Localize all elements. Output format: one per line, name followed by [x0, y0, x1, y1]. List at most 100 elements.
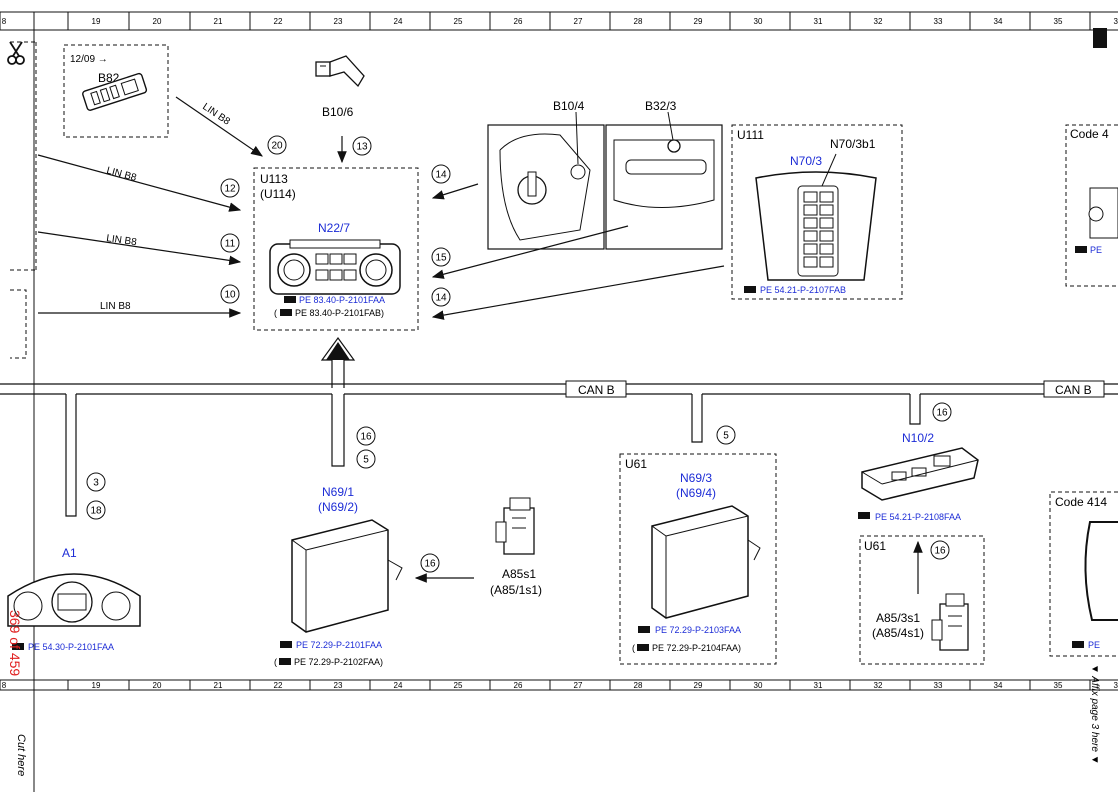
panel-key	[803, 256, 818, 268]
n69-3-ref-1: PE 72.29-P-2103FAA	[655, 625, 741, 635]
step-number: 11	[225, 239, 236, 250]
book-icon	[744, 286, 756, 293]
ruler-number: 35	[1054, 681, 1063, 690]
ruler-number: 33	[934, 681, 943, 690]
step-circle	[86, 472, 106, 492]
a1-label: A1	[62, 546, 77, 560]
n69-3-module-icon	[651, 505, 761, 619]
book-icon	[284, 296, 296, 303]
n69-1-ref-2: PE 72.29-P-2102FAA)	[294, 657, 383, 667]
n70-3-overhead-panel-icon	[755, 153, 877, 281]
ruler-number: 30	[754, 681, 763, 690]
panel-key	[819, 204, 834, 216]
book-icon	[638, 626, 650, 633]
step-number: 3	[93, 478, 99, 489]
step-circle	[930, 540, 950, 560]
u111-box	[731, 124, 903, 300]
n70-3-label: N70/3	[790, 154, 822, 168]
code-414-label: Code 414	[1055, 495, 1107, 509]
ruler-number: 27	[574, 681, 583, 690]
ruler-number: 32	[874, 17, 883, 26]
a85-4s1-label: (A85/4s1)	[872, 626, 924, 640]
n22-7-label: N22/7	[318, 221, 350, 235]
cut-here-label: Cut here	[15, 734, 27, 776]
b82-date: 12/09 →	[70, 54, 108, 65]
b10-4-label: B10/4	[553, 99, 585, 113]
panel-key	[803, 204, 818, 216]
ruler-number: 8	[2, 17, 7, 26]
ruler-number: 35	[1054, 17, 1063, 26]
ruler-number: 28	[634, 17, 643, 26]
step-number: 16	[936, 408, 948, 419]
b32-3-image	[605, 124, 723, 250]
ruler-number: 32	[874, 681, 883, 690]
ruler-number: 25	[454, 681, 463, 690]
a85s1-label: A85s1	[502, 567, 536, 581]
step-circle	[352, 136, 372, 156]
affix-label: ▼ Affix page 3 here ▼	[1089, 664, 1100, 765]
book-icon	[1075, 246, 1087, 253]
n70-3b1-label: N70/3b1	[830, 137, 876, 151]
left-partial-box	[10, 41, 37, 271]
ruler-number: 31	[814, 681, 823, 690]
ruler-number: 20	[153, 17, 162, 26]
can-b-label-1: CAN B	[578, 383, 615, 397]
lin-b8-label-2: LIN B8	[105, 165, 138, 184]
ruler-number: 36	[1114, 17, 1118, 26]
step-number: 14	[435, 170, 447, 181]
ruler-number: 26	[514, 17, 523, 26]
ruler-number: 36	[1114, 681, 1118, 690]
step-circle	[431, 247, 451, 267]
arrow-14-a	[431, 183, 479, 200]
ruler-number: 33	[934, 17, 943, 26]
n69-2-label: (N69/2)	[318, 500, 358, 514]
ruler-number: 22	[274, 17, 283, 26]
top-ruler: 8192021222324252627282930313233343536	[0, 11, 1118, 31]
step-circle	[356, 449, 376, 469]
ruler-number: 24	[394, 681, 403, 690]
ruler-number: 21	[214, 17, 223, 26]
step-number: 14	[435, 293, 447, 304]
step-number: 5	[723, 431, 729, 442]
arrow-14-b	[431, 265, 725, 320]
page-counter: 369 of 459	[7, 610, 23, 676]
step-circle	[420, 553, 440, 573]
panel-key	[803, 191, 818, 203]
page-tab-icon	[1093, 28, 1107, 48]
step-number: 16	[360, 432, 372, 443]
panel-key	[819, 230, 834, 242]
can-b-bus	[0, 380, 1118, 517]
n69-1-ref-paren: (	[274, 657, 277, 667]
panel-key	[803, 230, 818, 242]
a85-3s1-label: A85/3s1	[876, 611, 920, 625]
code-4-box	[1065, 124, 1118, 287]
step-circle	[932, 402, 952, 422]
lin-b8-label-1: LIN B8	[200, 101, 232, 127]
a85s1-part-icon	[495, 497, 535, 555]
b10-6-label: B10/6	[322, 105, 354, 119]
ruler-number: 22	[274, 681, 283, 690]
bus-to-u113-arrow	[320, 336, 356, 388]
step-number: 18	[90, 506, 102, 517]
n69-1-label: N69/1	[322, 485, 354, 499]
ruler-number: 30	[754, 17, 763, 26]
ruler-number: 21	[214, 681, 223, 690]
ruler-number: 27	[574, 17, 583, 26]
b32-3-sensor-icon	[613, 111, 715, 208]
a85-3s1-part-icon	[931, 593, 969, 651]
step-circle	[267, 135, 287, 155]
step-number: 10	[224, 290, 236, 301]
ruler-number: 34	[994, 17, 1003, 26]
u113-label: U113	[260, 172, 288, 186]
ruler-number: 29	[694, 681, 703, 690]
n69-1-ref-1: PE 72.29-P-2101FAA	[296, 640, 382, 650]
n69-3-ref-2: PE 72.29-P-2104FAA)	[652, 643, 741, 653]
book-icon	[858, 512, 870, 519]
n69-4-label: (N69/4)	[676, 486, 716, 500]
book-icon	[637, 644, 649, 651]
b10-6-part-icon	[315, 55, 365, 88]
code-414-box	[1049, 491, 1118, 657]
panel-key	[819, 243, 834, 255]
